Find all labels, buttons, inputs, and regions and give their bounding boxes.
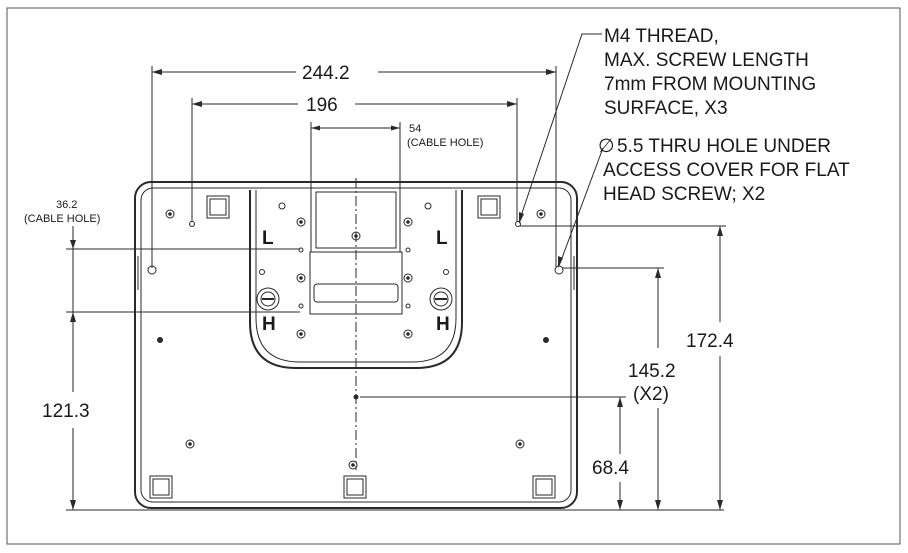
dim-overall-width-label: 244.2 <box>302 63 350 84</box>
dim-cable-hole-width-label: 54 <box>409 123 421 135</box>
dim-cable-hole-width: 54 (CABLE HOLE) <box>310 122 483 252</box>
dim-cable-hole-height: 36.2 (CABLE HOLE) <box>24 199 300 313</box>
thread-note-line-1: M4 THREAD, <box>604 26 719 47</box>
thread-note-line-4: SURFACE, X3 <box>604 98 728 119</box>
hole-note-line-2: ACCESS COVER FOR FLAT <box>603 160 850 181</box>
foot-top-left <box>206 195 230 219</box>
drawing-frame <box>6 7 901 545</box>
foot-top-right <box>477 195 501 219</box>
hole-note-line-3: HEAD SCREW; X2 <box>603 184 765 205</box>
dim-hole-spacing: 196 <box>191 95 518 222</box>
foot-bottom-right <box>532 475 556 499</box>
left-l-label: L <box>262 228 274 249</box>
hole-note-line-1: 5.5 THRU HOLE UNDER <box>617 136 831 157</box>
thread-note: M4 THREAD, MAX. SCREW LENGTH 7mm FROM MO… <box>518 26 816 224</box>
thread-note-line-2: MAX. SCREW LENGTH <box>604 50 809 71</box>
dim-right-height-count: (X2) <box>633 384 669 405</box>
open-holes <box>147 202 564 309</box>
screws <box>157 209 549 470</box>
dim-cable-hole-width-note: (CABLE HOLE) <box>407 137 483 149</box>
thread-note-line-3: 7mm FROM MOUNTING <box>604 74 816 95</box>
hole-note: ∅ 5.5 THRU HOLE UNDER ACCESS COVER FOR F… <box>558 136 850 268</box>
dim-left-height-label: 121.3 <box>42 401 90 422</box>
dim-hole-spacing-label: 196 <box>306 95 338 116</box>
dim-far-right-height-label: 172.4 <box>686 331 734 352</box>
dim-right-height-label: 145.2 <box>628 361 676 382</box>
dim-center-height-label: 68.4 <box>592 458 629 479</box>
dim-right-height: 145.2 (X2) <box>562 267 676 510</box>
left-h-label: H <box>262 314 276 335</box>
right-l-label: L <box>436 228 448 249</box>
dim-overall-width: 244.2 <box>151 63 557 268</box>
diameter-symbol: ∅ <box>598 136 615 157</box>
foot-bottom-left <box>149 475 173 499</box>
left-knob <box>256 287 280 311</box>
dim-far-right-height: 172.4 <box>520 225 734 510</box>
dim-left-height: 121.3 <box>42 312 724 511</box>
right-knob <box>429 287 453 311</box>
dim-cable-hole-height-note: (CABLE HOLE) <box>24 213 100 225</box>
right-h-label: H <box>436 314 450 335</box>
foot-bottom-center <box>343 475 367 499</box>
dim-center-height: 68.4 <box>360 396 629 510</box>
dim-cable-hole-height-label: 36.2 <box>56 199 77 211</box>
